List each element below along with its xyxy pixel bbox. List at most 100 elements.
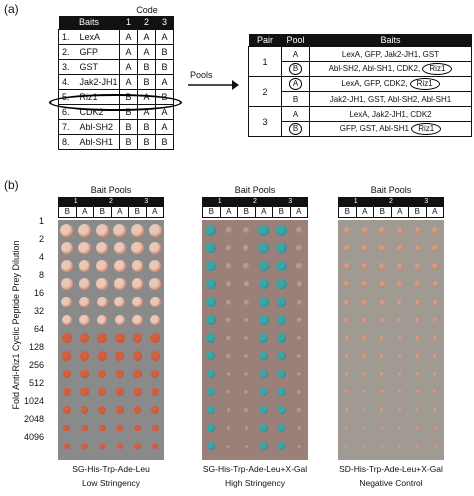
pool-baits-cell: GFP, GST, Abl-SH1 Riz1 [309,121,472,137]
yeast-spot [362,426,367,430]
plate-medium-caption: SG-His-Trp-Ade-Leu [72,464,150,474]
yeast-spot [297,444,301,448]
yeast-spot [344,335,350,341]
yeast-spot [415,408,420,412]
yeast-spot [225,281,232,287]
yeast-spot [150,333,160,343]
pair-num-label: 3 [424,198,429,205]
yeast-spot [95,223,109,237]
yeast-spot [98,442,106,450]
yeast-spot [277,351,286,361]
plate-stringency-caption: Negative Control [359,478,423,488]
yeast-spot [149,278,161,290]
yeast-spot [276,224,287,236]
yeast-spot [243,245,250,251]
bait-code-cell: A [155,73,174,90]
yeast-spot [297,408,301,412]
yeast-spot [96,278,108,290]
yeast-spot [344,372,349,376]
pool-col-label: A [390,207,409,217]
bait-name: GST [76,58,120,75]
bait-number: 7. [58,118,77,135]
pool-col-label: A [219,207,238,217]
plate-stringency-caption: High Stringency [224,478,285,488]
pool-letter-circled: A [288,78,303,90]
pool-baits-cell: Jak2-JH1, GST, Abl-SH2, Abl-SH1 [309,91,472,107]
yeast-spot [276,278,287,290]
yeast-spot [243,263,249,269]
pair-baits-header: Baits [309,34,472,47]
plate-title: Bait Pools [370,185,412,195]
yeast-spot [432,281,438,287]
yeast-spot [207,442,215,450]
pool-baits-text: GFP, GST, Abl-SH1 [339,124,409,133]
yeast-spot [226,299,231,305]
yeast-spot [379,317,385,323]
dilution-label: 1024 [23,396,44,406]
yeast-spot [61,333,72,343]
pool-letter-circled: B [288,123,303,135]
yeast-spot [80,406,89,414]
yeast-spot [97,333,107,343]
yeast-spot [98,387,107,397]
yeast-spot [296,299,302,305]
bait-number: 1. [58,28,77,45]
yeast-spot [276,260,287,272]
pool-header: Pool [281,34,310,47]
pair-num-label: 1 [73,198,78,205]
yeast-spot [96,296,108,308]
pair-num-label: 1 [217,198,222,205]
pool-pair-header-row: Pair Pool Baits [248,34,472,47]
yeast-spot [362,299,367,305]
pool-letter: A [292,49,299,59]
yeast-spot [134,442,141,450]
dilution-label: 1 [38,216,44,226]
yeast-spot [296,227,303,233]
baits-header: Baits [58,16,120,29]
bait-code-cell: A [155,28,174,45]
pool-col-label: A [110,207,129,217]
yeast-spot [344,263,350,269]
panel-a-label: (a) [4,2,19,16]
yeast-spot [345,444,349,448]
yeast-spot [276,242,287,254]
yeast-spot [132,296,143,308]
bait-number: 3. [58,58,77,75]
yeast-spot [226,335,231,341]
yeast-spot [397,372,402,376]
yeast-spot [379,227,386,233]
yeast-spot [415,317,420,323]
pool-col-label: A [425,207,444,217]
dilution-label: 16 [33,288,44,298]
yeast-spot [380,444,384,448]
yeast-spot [244,353,249,359]
yeast-spot [151,387,160,397]
yeast-spot [433,408,437,412]
yeast-spot [344,353,349,359]
yeast-spot [277,406,286,414]
yeast-spot [362,372,367,376]
pool-letter: A [292,109,299,119]
yeast-spot [379,281,385,287]
pool-baits-text: LexA, GFP, Jak2-JH1, GST [341,49,440,59]
yeast-spot [379,263,385,269]
pool-baits-text: Abl-SH2, Abl-SH1, CDK2, [328,64,421,73]
yeast-spot [63,424,71,432]
yeast-spot [79,296,90,308]
yeast-spot [225,263,232,269]
agar-plate-image [202,220,308,460]
riz1-highlight-oval [49,94,182,111]
yeast-spot [62,369,72,379]
yeast-spot [398,408,402,412]
yeast-spot [259,369,269,379]
pair-num-label: 2 [109,198,113,205]
dilution-label: 4 [38,252,44,262]
